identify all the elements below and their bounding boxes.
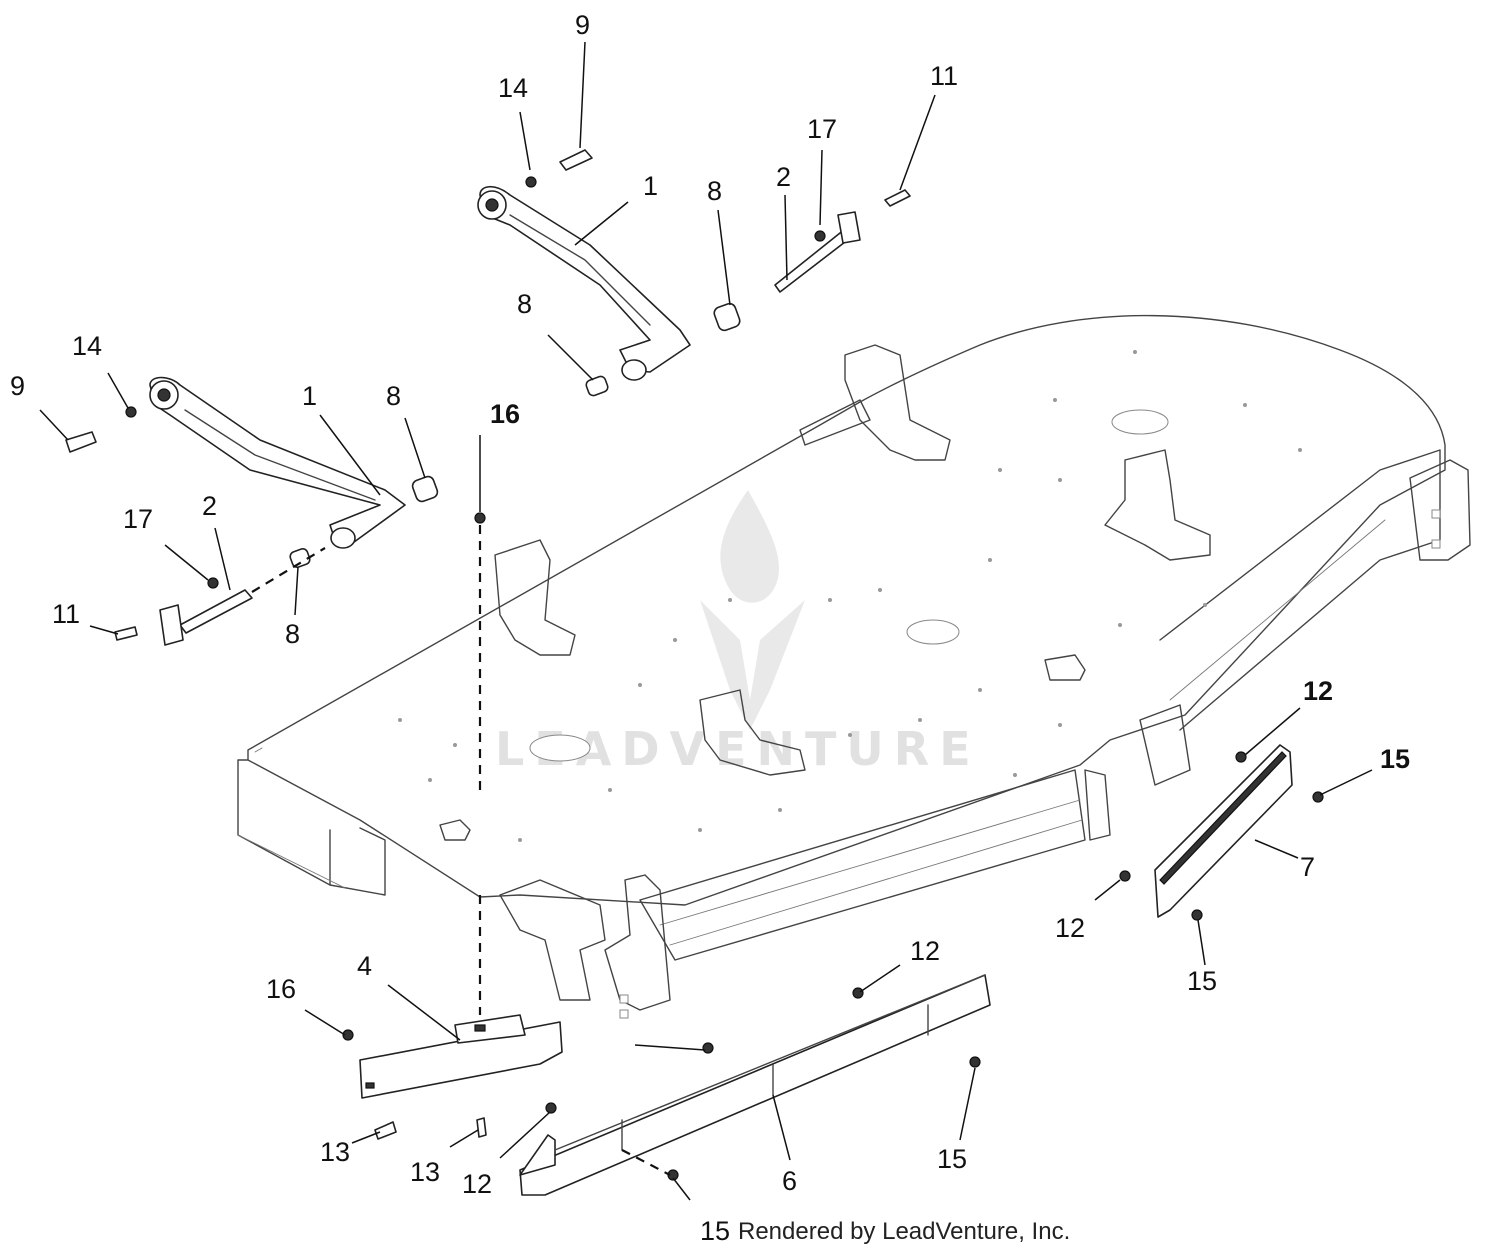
callout-15: 15 (700, 1216, 730, 1246)
callout-15: 15 (937, 1144, 967, 1174)
callout-14: 14 (72, 331, 102, 361)
render-credit: Rendered by LeadVenture, Inc. (738, 1218, 1071, 1245)
callout-15: 15 (1187, 966, 1217, 996)
callout-11: 11 (52, 599, 80, 629)
callout-8: 8 (285, 619, 300, 649)
callout-4: 4 (357, 951, 372, 981)
callout-11: 11 (930, 61, 958, 91)
callout-17: 17 (807, 114, 837, 144)
callout-8: 8 (707, 176, 722, 206)
callout-2: 2 (776, 162, 791, 192)
callout-17: 17 (123, 504, 153, 534)
callout-1: 1 (302, 381, 317, 411)
callout-16: 16 (266, 974, 296, 1004)
watermark-logo (700, 490, 805, 730)
callout-2: 2 (202, 491, 217, 521)
callout-6: 6 (782, 1166, 797, 1196)
callout-9: 9 (575, 10, 590, 40)
callout-1: 1 (643, 171, 658, 201)
callout-16: 16 (490, 399, 520, 429)
mower-deck (237, 314, 1471, 1019)
alignment-line-6 (621, 1149, 671, 1176)
callout-12: 12 (462, 1169, 492, 1199)
callout-12: 12 (910, 936, 940, 966)
lift-arm-lower (149, 376, 406, 549)
callout-13: 13 (320, 1137, 350, 1167)
callout-8: 8 (517, 289, 532, 319)
callout-13: 13 (410, 1157, 440, 1187)
callout-7: 7 (1300, 852, 1315, 882)
callout-15: 15 (1380, 744, 1410, 774)
alignment-line-2 (251, 547, 326, 593)
callout-12: 12 (1055, 913, 1085, 943)
deflector-4 (342, 1014, 563, 1140)
lift-arm-upper (477, 185, 691, 381)
callout-12: 12 (1303, 676, 1333, 706)
callout-8: 8 (386, 381, 401, 411)
leader-lines (39, 41, 1373, 1201)
hardware (65, 149, 911, 646)
baffle-6 (519, 974, 991, 1196)
plate-7 (1119, 744, 1324, 921)
callout-9: 9 (10, 371, 25, 401)
callout-14: 14 (498, 73, 528, 103)
callouts: 9 14 1 8 2 17 11 8 14 9 1 8 16 17 2 11 8… (10, 10, 1410, 1246)
